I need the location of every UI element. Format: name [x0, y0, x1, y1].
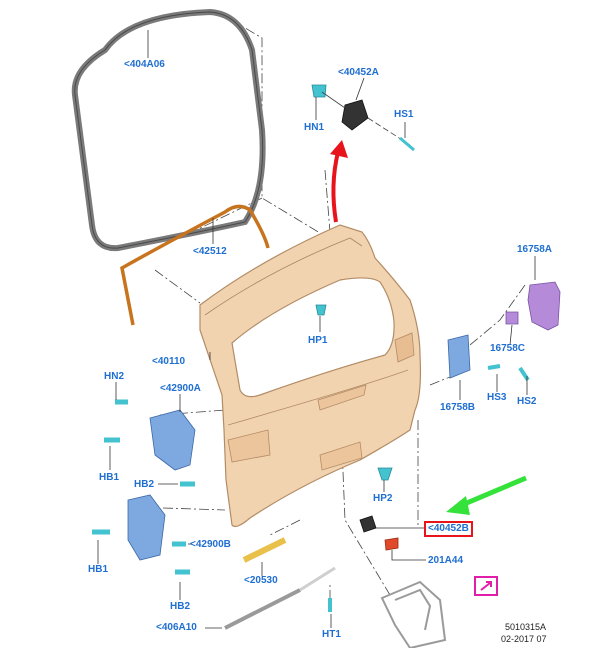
label-hb1-top[interactable]: HB1: [99, 472, 120, 483]
switch-40452b: [359, 515, 399, 551]
label-404a06[interactable]: <404A06: [124, 59, 165, 70]
centerline-hinge-bottom: [162, 507, 226, 511]
label-40110[interactable]: <40110: [152, 356, 186, 367]
gas-strut-406a10: [224, 566, 336, 630]
label-16758c[interactable]: 16758C: [490, 343, 526, 354]
spoiler-seal: [120, 204, 270, 326]
label-42900b[interactable]: <42900B: [190, 539, 231, 550]
label-hp1[interactable]: HP1: [308, 335, 328, 346]
bracket-16758b: [447, 334, 530, 382]
striker-assembly: [380, 580, 447, 648]
label-hs3[interactable]: HS3: [487, 392, 507, 403]
label-20530[interactable]: <20530: [244, 575, 278, 586]
label-hb1-bottom[interactable]: HB1: [88, 564, 109, 575]
label-hs2[interactable]: HS2: [517, 396, 537, 407]
label-hb2-bottom[interactable]: HB2: [170, 601, 191, 612]
centerline-strut: [269, 519, 301, 536]
switch-40452a: [311, 84, 415, 152]
liftgate-panel: [199, 224, 422, 528]
link-arrow-icon-glyph: [480, 581, 492, 591]
centerline-hinge-top: [159, 409, 226, 416]
centerline-spoiler: [324, 169, 331, 233]
diagram-date: 02-2017 07: [501, 634, 547, 644]
hinge-42900b: [92, 494, 190, 575]
label-40452a[interactable]: <40452A: [338, 67, 379, 78]
label-201a44[interactable]: 201A44: [428, 555, 464, 566]
label-hp2[interactable]: HP2: [373, 493, 393, 504]
red-arrow: [330, 140, 348, 223]
hp1-clip: [315, 304, 327, 316]
label-42512[interactable]: <42512: [193, 246, 227, 257]
label-hs1[interactable]: HS1: [394, 109, 414, 120]
label-hb2[interactable]: HB2: [134, 479, 155, 490]
label-406a10[interactable]: <406A10: [156, 622, 197, 633]
centerline-left: [154, 269, 201, 304]
label-42900a[interactable]: <42900A: [160, 383, 201, 394]
centerline-bracket: [469, 284, 526, 346]
label-16758a[interactable]: 16758A: [517, 244, 553, 255]
link-arrow-icon[interactable]: [474, 576, 498, 596]
diagram-code: 5010315A: [505, 622, 547, 632]
label-ht1[interactable]: HT1: [322, 629, 341, 640]
hp2-clip: [377, 467, 393, 481]
label-40452b[interactable]: <40452B: [424, 521, 473, 537]
green-arrow: [446, 475, 527, 515]
label-hn2[interactable]: HN2: [104, 371, 125, 382]
hinge-42900a: [104, 399, 196, 487]
latch-16758a: [505, 281, 561, 331]
bar-20530: [242, 537, 287, 563]
label-hn1[interactable]: HN1: [304, 122, 325, 133]
leader-lines: [97, 30, 536, 629]
label-16758b[interactable]: 16758B: [440, 402, 476, 413]
glass-seal: [71, 8, 266, 252]
